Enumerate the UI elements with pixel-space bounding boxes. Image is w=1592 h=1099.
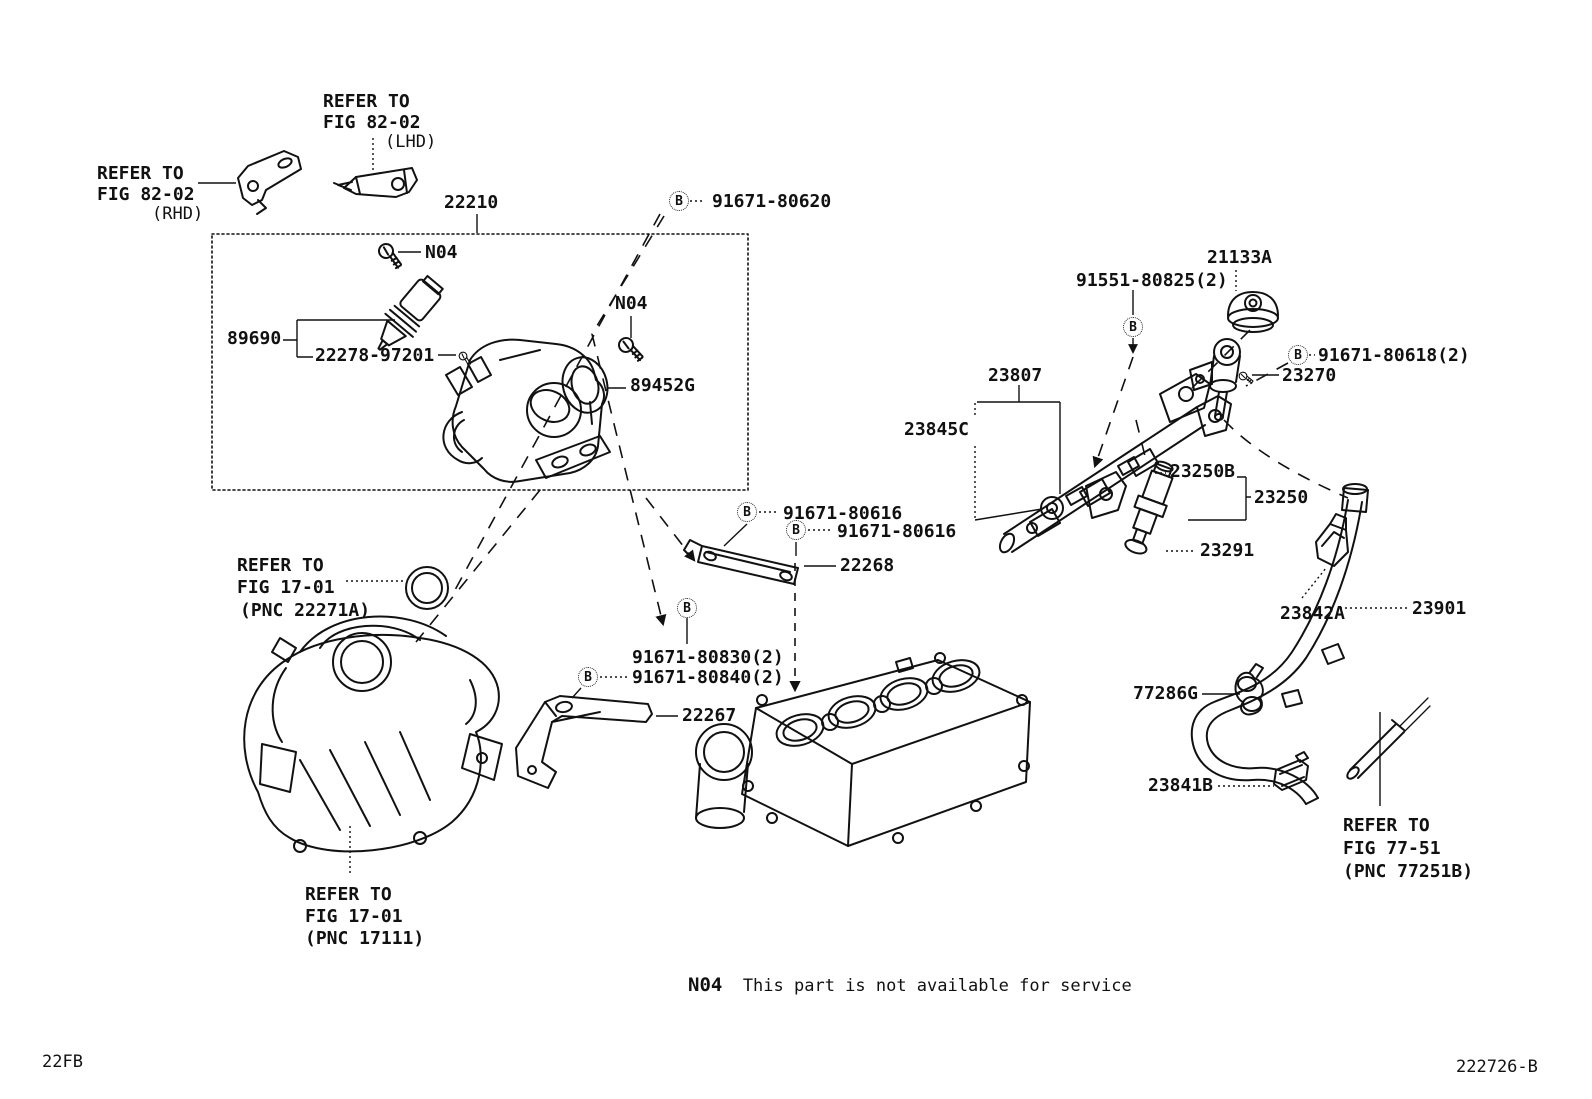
grommet-23291-drawing [1124, 538, 1148, 555]
bolt-marker-b: B [786, 520, 806, 540]
part-label-77286g: 77286G [1133, 683, 1199, 704]
gasket-89452g-drawing [561, 356, 609, 414]
refer-fig7751-line2: FIG 77-51 [1343, 838, 1441, 859]
bolt-marker-b: B [1123, 317, 1143, 337]
refer-fig1701-oring-line2: FIG 17-01 [237, 577, 335, 598]
refer-fig1701-oring-line1: REFER TO [237, 555, 324, 576]
refer-fig1701-oring-line3: (PNC 22271A) [240, 600, 371, 621]
throttle-body-drawing [442, 338, 611, 483]
assembly-box [211, 233, 749, 491]
bracket-rhd-drawing [237, 150, 302, 215]
refer-fig8202-lhd-line3: (LHD) [385, 132, 437, 152]
screw-icon [1238, 371, 1254, 385]
refer-fig8202-lhd-line1: REFER TO [323, 91, 410, 112]
bolt-marker-b: B [578, 667, 598, 687]
service-note-text: This part is not available for service [742, 976, 1132, 996]
refer-fig1701-manifold-line3: (PNC 17111) [305, 928, 425, 949]
part-label-23250: 23250 [1254, 487, 1309, 508]
sensor-89690-drawing [377, 274, 444, 351]
fuel-pipe-drawing [1346, 697, 1431, 780]
hose-clamp-drawing [1281, 689, 1303, 708]
bracket-22268-drawing [683, 539, 799, 585]
screw-icon [616, 336, 646, 363]
o-ring-drawing [405, 566, 449, 610]
part-label-22267: 22267 [682, 705, 737, 726]
hose-clamp-drawing [1321, 643, 1345, 665]
part-label-91671-80616-b: 91671-80616 [837, 521, 957, 542]
clip-23842a-drawing [1315, 513, 1349, 567]
part-label-91671-80830: 91671-80830(2) [632, 647, 784, 668]
refer-fig1701-manifold-line1: REFER TO [305, 884, 392, 905]
clamp-23841b-drawing [1273, 751, 1309, 791]
refer-fig7751-line1: REFER TO [1343, 815, 1430, 836]
part-label-91671-80616-a: 91671-80616 [783, 503, 903, 524]
part-label-n04-top: N04 [425, 242, 458, 263]
part-label-22268: 22268 [840, 555, 895, 576]
bolt-marker-b: B [677, 598, 697, 618]
service-note: N04 This part is not available for servi… [688, 974, 1132, 996]
part-label-23270: 23270 [1282, 365, 1337, 386]
refer-fig7751-line3: (PNC 77251B) [1343, 861, 1474, 882]
part-label-23901: 23901 [1412, 598, 1467, 619]
grommet-23845c-drawing [1040, 496, 1064, 520]
bolt-marker-b: B [737, 502, 757, 522]
fuel-rail-drawing [998, 373, 1232, 554]
regulator-23270-drawing [1189, 338, 1241, 421]
footer-page-code: 22FB [42, 1052, 83, 1072]
injector-23250-drawing [1124, 460, 1174, 555]
part-label-23841b: 23841B [1148, 775, 1214, 796]
refer-fig1701-manifold-line2: FIG 17-01 [305, 906, 403, 927]
refer-fig8202-rhd-line1: REFER TO [97, 163, 184, 184]
bracket-lhd-drawing [333, 167, 418, 198]
part-label-91671-80620: 91671-80620 [712, 191, 832, 212]
valve-cover-drawing [695, 652, 1031, 847]
refer-fig8202-rhd-line3: (RHD) [152, 204, 204, 224]
refer-fig8202-lhd-line2: FIG 82-02 [323, 112, 421, 133]
fuel-hose-23901-drawing [1190, 483, 1369, 805]
intake-manifold-drawing [243, 615, 503, 853]
part-label-91671-80618: 91671-80618(2) [1318, 345, 1470, 366]
part-label-23842a: 23842A [1280, 603, 1346, 624]
refer-fig8202-rhd-line2: FIG 82-02 [97, 184, 195, 205]
part-label-89452g: 89452G [630, 375, 696, 396]
part-label-23291: 23291 [1200, 540, 1255, 561]
part-label-21133a: 21133A [1207, 247, 1273, 268]
part-label-91671-80840: 91671-80840(2) [632, 667, 784, 688]
screw-icon [374, 241, 407, 271]
part-label-22278-97201: 22278-97201 [315, 345, 435, 366]
part-label-89690: 89690 [227, 328, 282, 349]
part-label-23807: 23807 [988, 365, 1043, 386]
bolt-marker-b: B [1288, 345, 1308, 365]
damper-21133a-drawing [1227, 291, 1279, 333]
part-label-n04-right: N04 [615, 293, 648, 314]
bolt-marker-b: B [669, 191, 689, 211]
part-label-23845c: 23845C [904, 419, 970, 440]
part-label-22210: 22210 [444, 192, 499, 213]
service-note-code: N04 [688, 974, 723, 996]
part-label-23250b: 23250B [1170, 461, 1236, 482]
bracket-22267-drawing [515, 695, 653, 789]
part-label-91551-80825: 91551-80825(2) [1076, 270, 1228, 291]
footer-figure-code: 222726-B [1456, 1057, 1538, 1077]
clip-77286g-drawing [1234, 663, 1264, 716]
